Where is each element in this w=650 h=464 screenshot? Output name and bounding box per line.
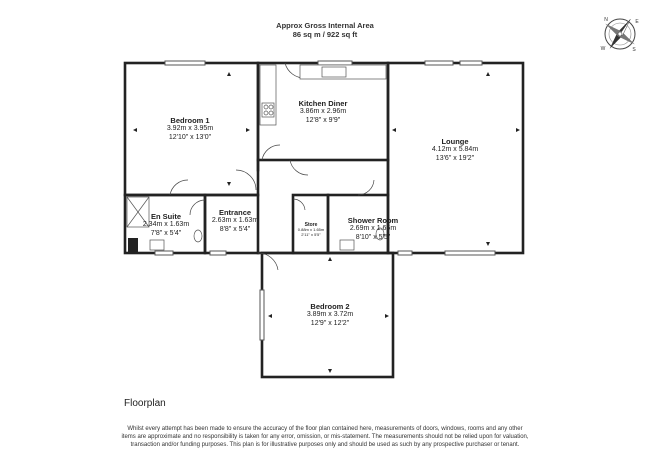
door-entrance-2 (257, 252, 279, 271)
compass-e-label: E (635, 19, 639, 25)
compass-s-label: S (632, 47, 636, 53)
door-store (292, 198, 306, 211)
dim-marker (328, 257, 332, 261)
floorplan-title: Floorplan (124, 398, 166, 409)
door-shower (357, 179, 375, 196)
compass-rose-icon: N S E W (596, 10, 644, 58)
dim-marker (133, 128, 137, 132)
dim-marker (486, 72, 490, 76)
room-entrance: Entrance 2.63m x 1.63m 8'8" x 5'4" (211, 208, 259, 234)
room-en-suite: En Suite 2.34m x 1.63m 7'8" x 5'4" (142, 212, 190, 238)
disclaimer-text: Whilst every attempt has been made to en… (121, 426, 529, 449)
compass-w-label: W (601, 46, 606, 52)
boiler-block (128, 238, 138, 252)
sink-icon (321, 66, 347, 78)
window-entrance (209, 250, 227, 256)
area-header: Approx Gross Internal Area 86 sq m / 922… (225, 21, 425, 39)
window-bedroom-1 (164, 60, 206, 66)
area-size: 86 sq m / 922 sq ft (292, 29, 358, 39)
window-bedroom-2 (259, 289, 265, 341)
door-kitchen-hall (261, 144, 281, 161)
dim-marker (227, 182, 231, 186)
window-lounge-3 (444, 250, 496, 256)
room-shower-room: Shower Room 2.69m x 1.65m 8'10" x 5'5" (347, 216, 399, 242)
area-title: Approx Gross Internal Area (276, 21, 374, 30)
window-en-suite (154, 250, 174, 256)
dim-marker (268, 314, 272, 318)
door-entrance-1 (235, 169, 257, 191)
room-kitchen-diner: Kitchen Diner 3.86m x 2.96m 12'8" x 9'9" (298, 99, 348, 125)
window-kitchen (317, 60, 353, 66)
room-bedroom-2: Bedroom 2 3.89m x 3.72m 12'9" x 12'2" (306, 302, 354, 328)
room-store: Store 0.88m x 1.65m 2'11" x 5'5" (297, 222, 325, 237)
toilet-icon (193, 229, 203, 243)
wall-entrance (203, 193, 260, 255)
toilet-icon-2 (375, 227, 385, 241)
door-bedroom-1 (169, 179, 189, 196)
dim-marker (392, 128, 396, 132)
basin-icon (149, 239, 165, 251)
shower-room-basin-icon (339, 239, 355, 251)
room-lounge: Lounge 4.12m x 5.84m 13'6" x 19'2" (431, 137, 479, 163)
window-lounge-2 (459, 60, 483, 66)
compass-n-label: N (604, 17, 608, 23)
room-bedroom-1: Bedroom 1 3.92m x 3.95m 12'10" x 13'0" (166, 116, 214, 142)
window-lounge-1 (424, 60, 454, 66)
dim-marker (486, 242, 490, 246)
door-hall-right (289, 159, 309, 176)
dim-marker (246, 128, 250, 132)
dim-marker (516, 128, 520, 132)
dim-marker (385, 314, 389, 318)
dim-marker (328, 369, 332, 373)
window-shower (397, 250, 413, 256)
door-en-suite (189, 199, 206, 216)
dim-marker (227, 72, 231, 76)
